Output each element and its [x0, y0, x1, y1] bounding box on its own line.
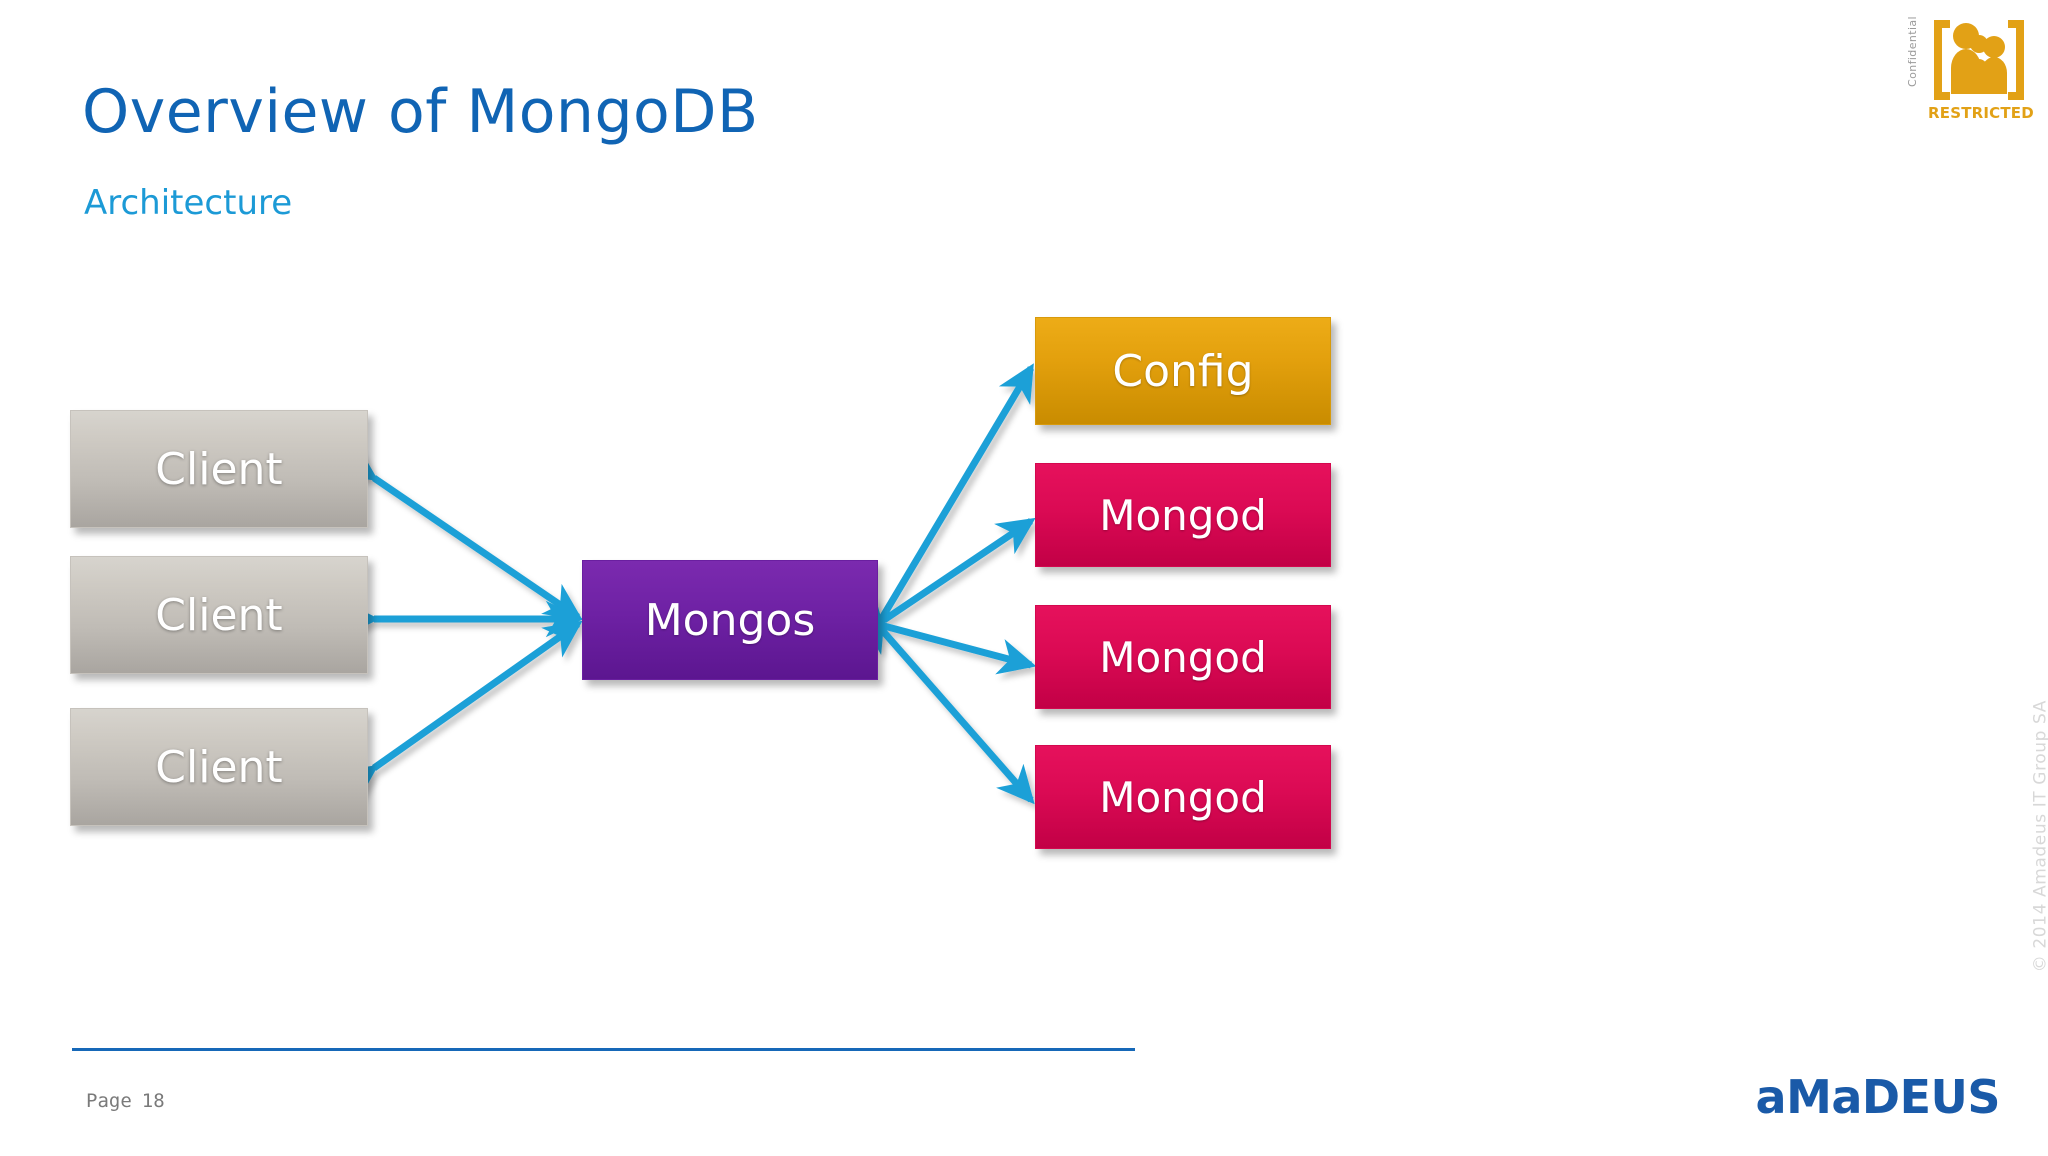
node-label: Mongod: [1099, 490, 1267, 540]
node-label: Mongod: [1099, 632, 1267, 682]
page-number: 18: [141, 1090, 165, 1112]
node-label: Mongod: [1099, 772, 1267, 822]
page-subtitle: Architecture: [84, 183, 293, 223]
people-in-brackets-icon: [1930, 14, 2028, 106]
edge-mongos-config: [849, 363, 1035, 655]
node-mongos[interactable]: Mongos: [582, 560, 878, 680]
node-mongod-2[interactable]: Mongod: [1035, 605, 1331, 709]
footer-divider: [72, 1048, 1135, 1051]
page-word: Page: [86, 1090, 132, 1112]
node-label: Mongos: [644, 594, 816, 646]
page-indicator: Page 18: [86, 1090, 165, 1112]
node-mongod-1[interactable]: Mongod: [1035, 463, 1331, 567]
node-client-3[interactable]: Client: [70, 708, 368, 826]
confidential-badge: Confidential RESTRICTED: [1906, 8, 2036, 136]
edge-client3-mongos: [337, 620, 583, 802]
node-label: Client: [155, 589, 283, 641]
node-label: Client: [155, 443, 283, 495]
node-client-1[interactable]: Client: [70, 410, 368, 528]
page-title: Overview of MongoDB: [82, 77, 759, 147]
node-config[interactable]: Config: [1035, 317, 1331, 425]
edge-mongos-mongod1: [847, 517, 1036, 654]
node-label: Config: [1112, 345, 1254, 397]
node-mongod-3[interactable]: Mongod: [1035, 745, 1331, 849]
edge-client1-mongos: [337, 444, 583, 621]
node-client-2[interactable]: Client: [70, 556, 368, 674]
edge-mongos-mongod3: [847, 593, 1035, 805]
confidential-classification-label: RESTRICTED: [1928, 104, 2034, 122]
amadeus-logo: aMaDEUS: [1755, 1070, 2001, 1124]
copyright-notice: © 2014 Amadeus IT Group SA: [2030, 700, 2048, 973]
node-label: Client: [155, 741, 283, 793]
